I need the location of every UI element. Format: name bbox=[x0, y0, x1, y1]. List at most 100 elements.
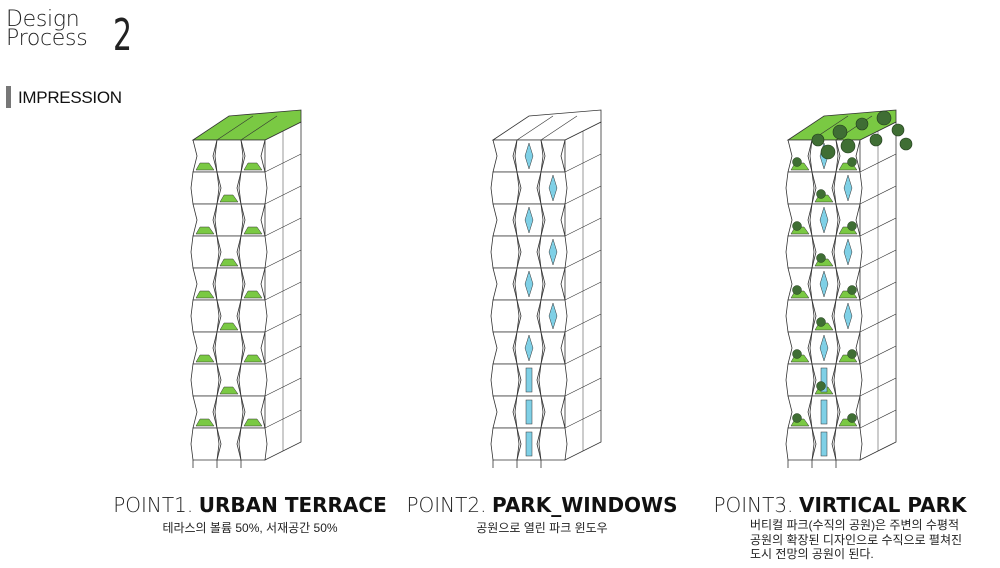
roof-divider bbox=[240, 115, 278, 141]
point3-name: VIRTICAL PARK bbox=[798, 493, 967, 517]
facade-cell bbox=[516, 235, 542, 269]
park-window bbox=[548, 174, 558, 202]
roof-divider bbox=[516, 115, 554, 141]
facade-cell bbox=[492, 331, 518, 365]
roof-tree bbox=[832, 124, 848, 140]
tree bbox=[792, 221, 802, 231]
tree bbox=[792, 413, 802, 423]
tree bbox=[816, 317, 826, 327]
point1-subtitle: 테라스의 볼륨 50%, 서재공간 50% bbox=[162, 521, 338, 535]
tree bbox=[816, 253, 826, 263]
roof-tree bbox=[820, 144, 836, 160]
park-window-slot bbox=[525, 367, 533, 393]
terrace-floor bbox=[219, 386, 239, 395]
facade-cell bbox=[190, 171, 220, 205]
park-window bbox=[524, 334, 534, 362]
title-line-design: Design bbox=[6, 7, 80, 32]
tree bbox=[847, 157, 857, 167]
facade-cell bbox=[238, 171, 268, 205]
point1-name: URBAN TERRACE bbox=[198, 493, 387, 517]
facade-cell bbox=[785, 171, 815, 205]
park-window bbox=[819, 206, 829, 234]
facade-cell bbox=[190, 299, 220, 333]
facade-cell bbox=[538, 363, 568, 397]
facade-cell bbox=[238, 427, 268, 461]
terrace-floor bbox=[243, 162, 263, 171]
facade-cell bbox=[490, 427, 520, 461]
roof-tree bbox=[891, 123, 905, 137]
park-window bbox=[524, 206, 534, 234]
park-window bbox=[524, 270, 534, 298]
facade-cell bbox=[490, 363, 520, 397]
park-window bbox=[819, 334, 829, 362]
facade-cell bbox=[540, 139, 566, 173]
facade-cell bbox=[238, 299, 268, 333]
point2-subtitle: 공원으로 열린 파크 윈도우 bbox=[476, 521, 608, 535]
terrace-floor bbox=[219, 258, 239, 267]
park-window bbox=[524, 142, 534, 170]
tree bbox=[792, 157, 802, 167]
terrace-floor bbox=[243, 418, 263, 427]
facade-cell bbox=[216, 427, 242, 461]
facade-cell bbox=[492, 267, 518, 301]
park-window-slot bbox=[525, 399, 533, 425]
facade-cell bbox=[490, 235, 520, 269]
terrace-floor bbox=[195, 290, 215, 299]
facade-cell bbox=[214, 395, 244, 429]
roof-tree bbox=[855, 117, 869, 131]
terrace-floor bbox=[243, 354, 263, 363]
facade-cell bbox=[538, 427, 568, 461]
roof-tree bbox=[899, 137, 913, 151]
section-label: IMPRESSION bbox=[18, 88, 122, 107]
building-vertical-park bbox=[785, 109, 913, 468]
park-window bbox=[548, 238, 558, 266]
point2-prefix: POINT2. bbox=[406, 493, 487, 517]
tree bbox=[792, 349, 802, 359]
tree bbox=[847, 349, 857, 359]
point3-title: POINT3. VIRTICAL PARK bbox=[680, 493, 1000, 518]
terrace-floor bbox=[243, 290, 263, 299]
point3-description-line: 공원의 확장된 디자인으로 수직으로 펼쳐진 bbox=[750, 532, 963, 547]
facade-cell bbox=[190, 235, 220, 269]
point3-caption: POINT3. VIRTICAL PARK bbox=[680, 493, 1000, 518]
facade-cell bbox=[190, 363, 220, 397]
park-window-slot bbox=[525, 431, 533, 457]
terrace-floor bbox=[243, 226, 263, 235]
facade-cell bbox=[190, 427, 220, 461]
point1-prefix: POINT1. bbox=[113, 493, 194, 517]
facade-cell bbox=[540, 331, 566, 365]
facade-cell bbox=[785, 235, 815, 269]
park-window-slot bbox=[820, 399, 828, 425]
terrace-floor bbox=[195, 418, 215, 427]
facade-cell bbox=[214, 139, 244, 173]
point2-caption: POINT2. PARK_WINDOWS 공원으로 열린 파크 윈도우 bbox=[382, 493, 702, 535]
tree bbox=[847, 285, 857, 295]
point1-caption: POINT1. URBAN TERRACE 테라스의 볼륨 50%, 서재공간 … bbox=[90, 493, 410, 535]
park-window bbox=[843, 238, 853, 266]
title-line-process: Process bbox=[6, 26, 88, 51]
building-park-windows bbox=[490, 109, 602, 468]
facade-cell bbox=[516, 299, 542, 333]
facade-cell bbox=[516, 171, 542, 205]
facade-cell bbox=[540, 395, 566, 429]
facade-cell bbox=[490, 171, 520, 205]
building-urban-terrace bbox=[190, 109, 302, 468]
facade-cell bbox=[540, 267, 566, 301]
roof-divider bbox=[540, 115, 578, 141]
park-window bbox=[819, 270, 829, 298]
point2-name: PARK_WINDOWS bbox=[492, 493, 678, 517]
tree bbox=[847, 413, 857, 423]
title-text: Design Process bbox=[6, 7, 88, 51]
terrace-floor bbox=[195, 354, 215, 363]
park-window bbox=[843, 174, 853, 202]
roof-tree bbox=[840, 138, 856, 154]
point3-description-line: 버티컬 파크(수직의 공원)은 주변의 수평적 bbox=[750, 518, 960, 532]
facade-cell bbox=[492, 139, 518, 173]
facade-cell bbox=[492, 395, 518, 429]
roof-tree bbox=[876, 110, 892, 126]
point3-description-line: 도시 전망의 공원이 된다. bbox=[750, 547, 874, 561]
facade-cell bbox=[214, 331, 244, 365]
park-window-slot bbox=[820, 367, 828, 393]
tree bbox=[816, 189, 826, 199]
tree bbox=[847, 221, 857, 231]
